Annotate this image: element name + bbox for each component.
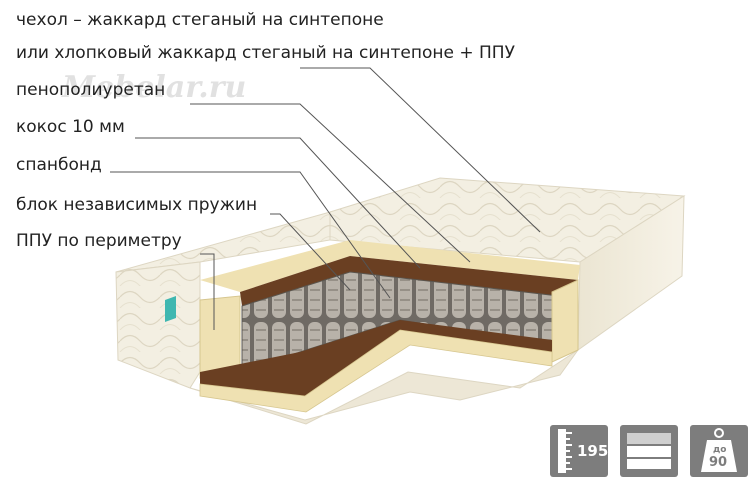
label-coconut: кокос 10 мм [16,117,125,137]
label-spunbond: спанбонд [16,155,102,175]
mattress-left-side [115,261,201,389]
watermark-text: Mebelar.ru [62,70,247,105]
mattress-front-cover [189,349,579,425]
length-badge: 195 [550,425,608,477]
back-coconut-top [240,256,578,306]
mattress-right-side [577,195,685,351]
weight-value: 90 [709,455,728,470]
label-perimeter-foam: ППУ по периметру [16,231,182,251]
weight-icon [701,428,737,472]
brand-tag [165,296,176,322]
ruler-icon [558,429,572,473]
back-foam-top [200,240,580,292]
layers-badge [620,425,678,477]
weight-badge: до 90 [690,425,748,477]
label-polyurethane-foam: пенополиуретан [16,80,166,100]
leader-line-cover [300,67,541,233]
leader-line-springs [270,213,351,291]
label-cover-line2: или хлопковый жаккард стеганый на синтеп… [16,43,515,63]
leader-line-spunbond [110,171,391,299]
leader-line-coconut [135,137,421,269]
bottom-foam [199,329,553,413]
label-cover-line1: чехол – жаккард стеганый на синтепоне [16,10,384,30]
leader-line-perimeter [200,253,215,330]
right-foam-face [551,279,579,363]
label-spring-block: блок независимых пружин [16,195,258,215]
length-value: 195 [577,442,609,460]
weight-prefix: до [713,445,727,455]
leader-line-foam [190,103,471,263]
leader-lines [110,67,541,330]
layers-icon [627,433,671,469]
